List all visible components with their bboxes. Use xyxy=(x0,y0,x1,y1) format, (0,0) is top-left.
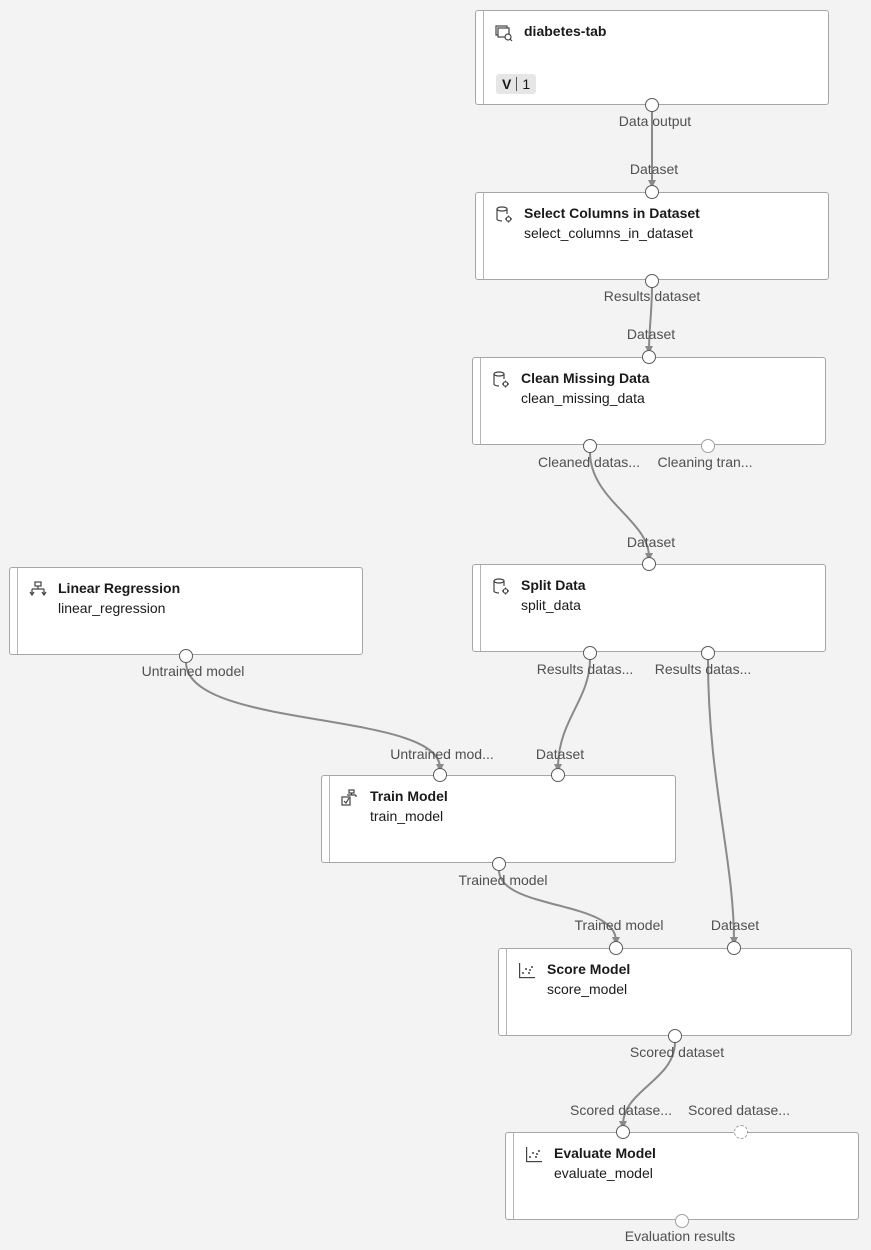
node-title: Score Model xyxy=(547,961,631,977)
node-evaluate-model[interactable]: Evaluate Model evaluate_model xyxy=(505,1132,859,1220)
score-model-input-port-2[interactable] xyxy=(727,941,741,955)
clean-missing-input-port[interactable] xyxy=(642,350,656,364)
version-separator xyxy=(516,77,518,91)
port-label: Evaluation results xyxy=(624,1228,736,1244)
node-subtitle: split_data xyxy=(521,597,581,613)
node-select-columns[interactable]: Select Columns in Dataset select_columns… xyxy=(475,192,829,280)
node-title: Select Columns in Dataset xyxy=(524,205,700,221)
node-subtitle: clean_missing_data xyxy=(521,390,645,406)
train-model-output-port[interactable] xyxy=(492,857,506,871)
train-model-input-port-1[interactable] xyxy=(433,768,447,782)
port-label: Results datas... xyxy=(654,661,752,677)
node-title: diabetes-tab xyxy=(524,23,607,39)
node-left-bar xyxy=(513,1133,514,1219)
port-label: Untrained mod... xyxy=(390,746,494,762)
node-left-bar xyxy=(483,11,484,104)
node-title: Evaluate Model xyxy=(554,1145,656,1161)
node-train-model[interactable]: Train Model train_model xyxy=(321,775,676,863)
data-transform-icon xyxy=(494,205,514,225)
node-subtitle: linear_regression xyxy=(58,600,166,616)
clean-missing-output-port-2[interactable] xyxy=(701,439,715,453)
node-left-bar xyxy=(480,358,481,444)
port-label: Dataset xyxy=(535,746,585,762)
port-label: Dataset xyxy=(626,326,676,342)
evaluate-model-output-port[interactable] xyxy=(675,1214,689,1228)
node-subtitle: train_model xyxy=(370,808,444,824)
score-model-output-port[interactable] xyxy=(668,1029,682,1043)
node-linear-regression[interactable]: Linear Regression linear_regression xyxy=(9,567,363,655)
scatter-icon xyxy=(524,1145,544,1165)
linear-regression-output-port[interactable] xyxy=(179,649,193,663)
version-letter: V xyxy=(502,76,512,92)
node-split-data[interactable]: Split Data split_data xyxy=(472,564,826,652)
port-label: Untrained model xyxy=(141,663,245,679)
data-transform-icon xyxy=(491,577,511,597)
data-transform-icon xyxy=(491,370,511,390)
node-left-bar xyxy=(506,949,507,1035)
scatter-icon xyxy=(517,961,537,981)
node-title: Train Model xyxy=(370,788,448,804)
node-left-bar xyxy=(329,776,330,862)
node-clean-missing-data[interactable]: Clean Missing Data clean_missing_data xyxy=(472,357,826,445)
evaluate-model-input-port-2[interactable] xyxy=(734,1125,748,1139)
node-title: Linear Regression xyxy=(58,580,181,596)
port-label: Scored datase... xyxy=(688,1102,790,1118)
port-label: Trained model xyxy=(574,917,664,933)
port-label: Dataset xyxy=(629,161,679,177)
node-title: Clean Missing Data xyxy=(521,370,650,386)
evaluate-model-input-port-1[interactable] xyxy=(616,1125,630,1139)
edge-split-to-score xyxy=(707,658,738,945)
node-left-bar xyxy=(17,568,18,654)
diabetes-tab-output-port[interactable] xyxy=(645,98,659,112)
clean-missing-output-port-1[interactable] xyxy=(583,439,597,453)
port-label: Scored datase... xyxy=(570,1102,672,1118)
node-subtitle: score_model xyxy=(547,981,628,997)
split-data-output-port-1[interactable] xyxy=(583,646,597,660)
node-left-bar xyxy=(483,193,484,279)
node-title: Split Data xyxy=(521,577,586,593)
port-label: Trained model xyxy=(458,872,548,888)
port-label: Data output xyxy=(618,113,692,129)
port-label: Dataset xyxy=(710,917,760,933)
algorithm-icon xyxy=(28,580,48,600)
score-model-input-port-1[interactable] xyxy=(609,941,623,955)
train-icon xyxy=(340,788,360,808)
dataset-icon xyxy=(494,23,514,43)
port-label: Results dataset xyxy=(603,288,701,304)
port-label: Scored dataset xyxy=(629,1044,725,1060)
select-columns-output-port[interactable] xyxy=(645,274,659,288)
port-label: Cleaning tran... xyxy=(657,454,753,470)
node-diabetes-tab[interactable]: diabetes-tab V 1 xyxy=(475,10,829,105)
split-data-output-port-2[interactable] xyxy=(701,646,715,660)
node-subtitle: select_columns_in_dataset xyxy=(524,225,693,241)
version-badge: V 1 xyxy=(496,74,537,94)
port-label: Results datas... xyxy=(536,661,634,677)
node-left-bar xyxy=(480,565,481,651)
version-number: 1 xyxy=(522,76,531,92)
split-data-input-port[interactable] xyxy=(642,557,656,571)
node-subtitle: evaluate_model xyxy=(554,1165,653,1181)
port-label: Dataset xyxy=(626,534,676,550)
port-label: Cleaned datas... xyxy=(538,454,640,470)
node-score-model[interactable]: Score Model score_model xyxy=(498,948,852,1036)
select-columns-input-port[interactable] xyxy=(645,185,659,199)
train-model-input-port-2[interactable] xyxy=(551,768,565,782)
